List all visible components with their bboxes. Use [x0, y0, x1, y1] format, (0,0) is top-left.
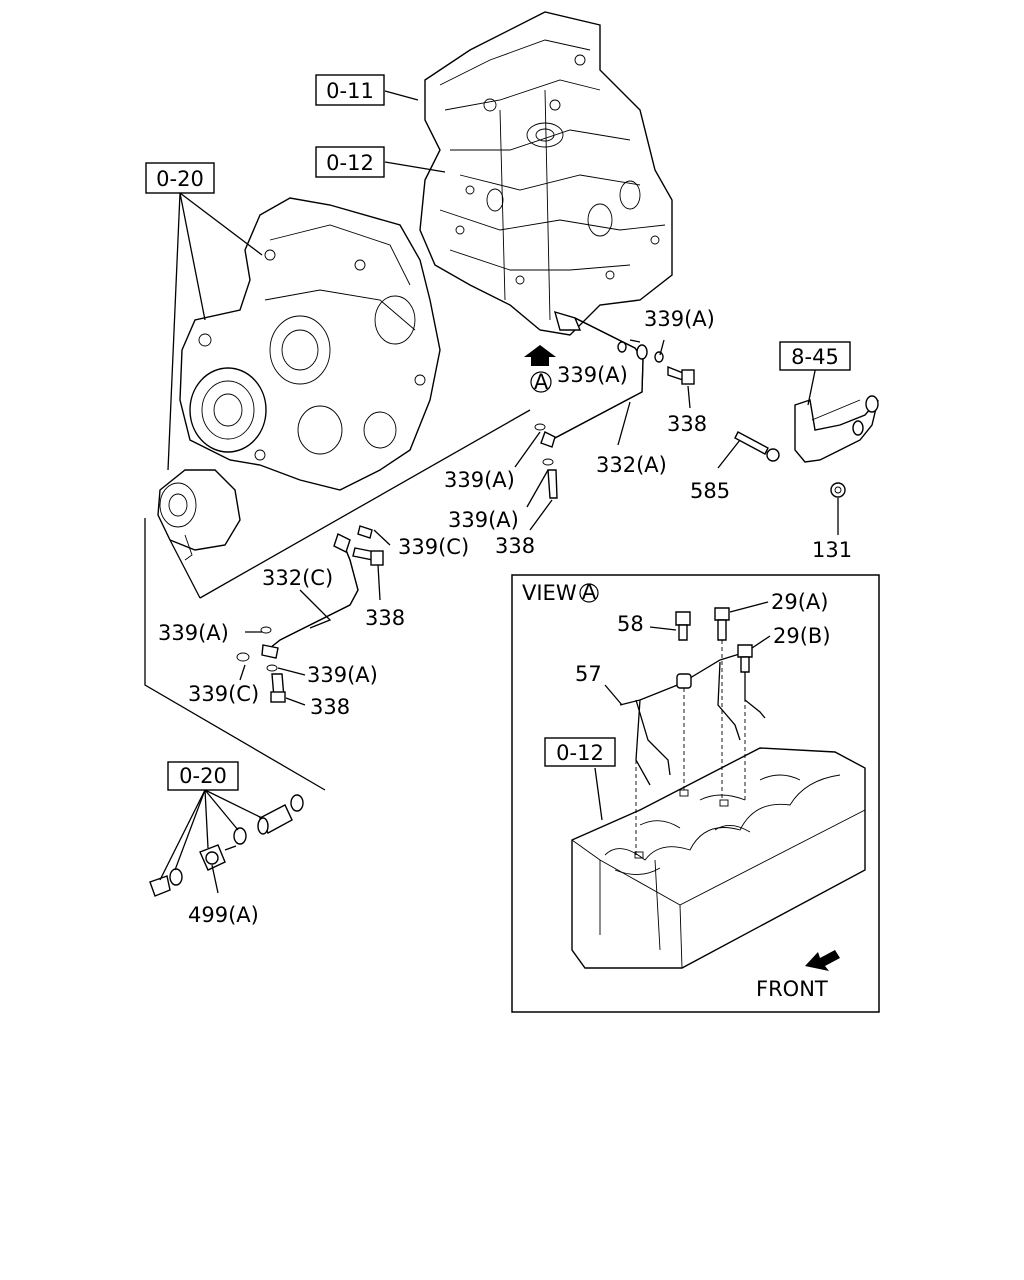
front-label: FRONT [756, 977, 828, 1001]
label-338-top-right: 338 [667, 412, 707, 436]
view-a-title-circle-icon [579, 583, 599, 603]
view-a-title-circle-letter: A [582, 580, 597, 604]
label-585: 585 [690, 479, 730, 503]
cylinder-block-drawing [419, 11, 673, 336]
svg-text:0-20: 0-20 [156, 167, 204, 191]
label-58: 58 [617, 612, 644, 636]
pipes-drawing [236, 317, 695, 703]
front-arrow-icon [524, 345, 556, 366]
oil-jet-pipes-drawing [619, 607, 766, 855]
ref-box-0-11: 0-11 [315, 74, 385, 106]
label-339a-left: 339(A) [158, 621, 229, 645]
crankcase-drawing [571, 747, 866, 969]
water-outlet-drawing [734, 395, 879, 498]
label-339c-top: 339(C) [398, 535, 469, 559]
ref-box-8-45: 8-45 [779, 341, 851, 371]
leader-lines [144, 90, 839, 894]
label-131: 131 [812, 538, 852, 562]
svg-text:0-12: 0-12 [326, 151, 374, 175]
label-339a-top-right: 339(A) [644, 307, 715, 331]
label-339a-lower-middle: 339(A) [448, 508, 519, 532]
svg-text:0-20: 0-20 [179, 764, 227, 788]
ref-box-0-20-top: 0-20 [145, 162, 215, 194]
view-a-marker-icon [530, 371, 552, 393]
front-direction-arrow-icon [805, 950, 840, 971]
label-338-bottom: 338 [310, 695, 350, 719]
label-338-middle: 338 [495, 534, 535, 558]
svg-text:8-45: 8-45 [791, 345, 839, 369]
view-a-marker-label: A [534, 370, 549, 394]
sensor-parts-drawing [149, 794, 304, 897]
label-57: 57 [575, 662, 602, 686]
label-339a-middle: 339(A) [444, 468, 515, 492]
view-a-inset: VIEW A [511, 574, 880, 1013]
label-339a-near-marker: 339(A) [557, 363, 628, 387]
svg-text:0-12: 0-12 [556, 741, 604, 765]
label-29a: 29(A) [771, 590, 828, 614]
ref-box-0-12-top: 0-12 [315, 146, 385, 178]
label-499a: 499(A) [188, 903, 259, 927]
ref-box-0-12-view: 0-12 [544, 737, 616, 767]
label-338-left-middle: 338 [365, 606, 405, 630]
label-339a-left-lower: 339(A) [307, 663, 378, 687]
view-a-title: VIEW [522, 581, 577, 605]
front-cover-drawing [157, 197, 441, 561]
label-332a: 332(A) [596, 453, 667, 477]
ref-box-0-20-bottom: 0-20 [167, 761, 239, 791]
label-332c: 332(C) [262, 566, 333, 590]
svg-text:0-11: 0-11 [326, 79, 374, 103]
label-339c-bottom: 339(C) [188, 682, 259, 706]
label-29b: 29(B) [773, 624, 831, 648]
